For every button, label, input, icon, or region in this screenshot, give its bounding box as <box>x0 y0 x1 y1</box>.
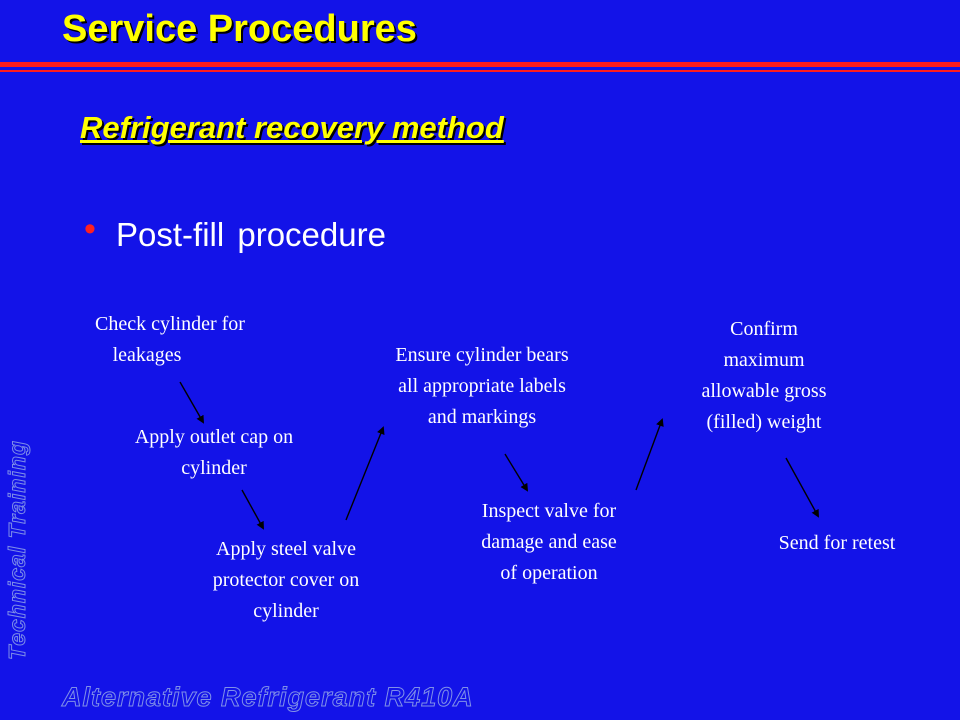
step-steel-cover: Apply steel valve protector cover on cyl… <box>170 534 402 627</box>
title-divider-top <box>0 62 960 67</box>
arrow-outlet-to-cover <box>241 489 264 530</box>
step-line: and markings <box>427 406 537 428</box>
step-line: Inspect valve for <box>481 500 617 522</box>
title-divider-bottom <box>0 70 960 72</box>
side-label: Technical Training <box>4 440 31 661</box>
arrow-labels-to-inspect <box>504 453 529 492</box>
step-line: protector cover on <box>212 569 360 591</box>
step-inspect-valve: Inspect valve for damage and ease of ope… <box>436 496 662 589</box>
step-line: leakages <box>112 344 182 366</box>
slide-title: Service Procedures <box>62 8 417 50</box>
step-line: allowable gross <box>701 380 827 402</box>
step-line: Send for retest <box>778 532 896 554</box>
step-line: Apply steel valve <box>216 538 356 560</box>
step-line: damage and ease <box>481 531 617 553</box>
arrow-inspect-to-weight <box>635 418 664 491</box>
step-line: cylinder <box>181 457 247 479</box>
bullet-marker: • <box>84 210 96 248</box>
footer-text: Alternative Refrigerant R410A <box>62 682 474 713</box>
bullet-text: Post-fill procedure <box>116 216 386 253</box>
step-line: Apply outlet cap on <box>134 426 294 448</box>
arrow-weight-to-retest <box>785 457 819 518</box>
step-line: maximum <box>723 349 805 371</box>
section-subtitle: Refrigerant recovery method <box>80 110 504 145</box>
step-line: cylinder <box>253 600 319 622</box>
step-labels: Ensure cylinder bears all appropriate la… <box>352 340 612 433</box>
step-line: of operation <box>500 562 598 584</box>
arrow-cover-to-labels <box>345 426 385 521</box>
step-line: Check cylinder for <box>95 313 245 335</box>
step-gross-weight: Confirm maximum allowable gross (filled)… <box>668 314 860 438</box>
step-line: Ensure cylinder bears <box>395 344 569 366</box>
step-check-cylinder: Check cylinder for leakages <box>48 309 292 371</box>
step-line: all appropriate labels <box>398 375 566 397</box>
step-line: Confirm <box>730 318 798 340</box>
arrow-check-to-outlet <box>179 381 204 424</box>
step-retest: Send for retest <box>742 528 932 559</box>
step-outlet-cap: Apply outlet cap on cylinder <box>94 422 334 484</box>
step-line: (filled) weight <box>706 411 822 433</box>
